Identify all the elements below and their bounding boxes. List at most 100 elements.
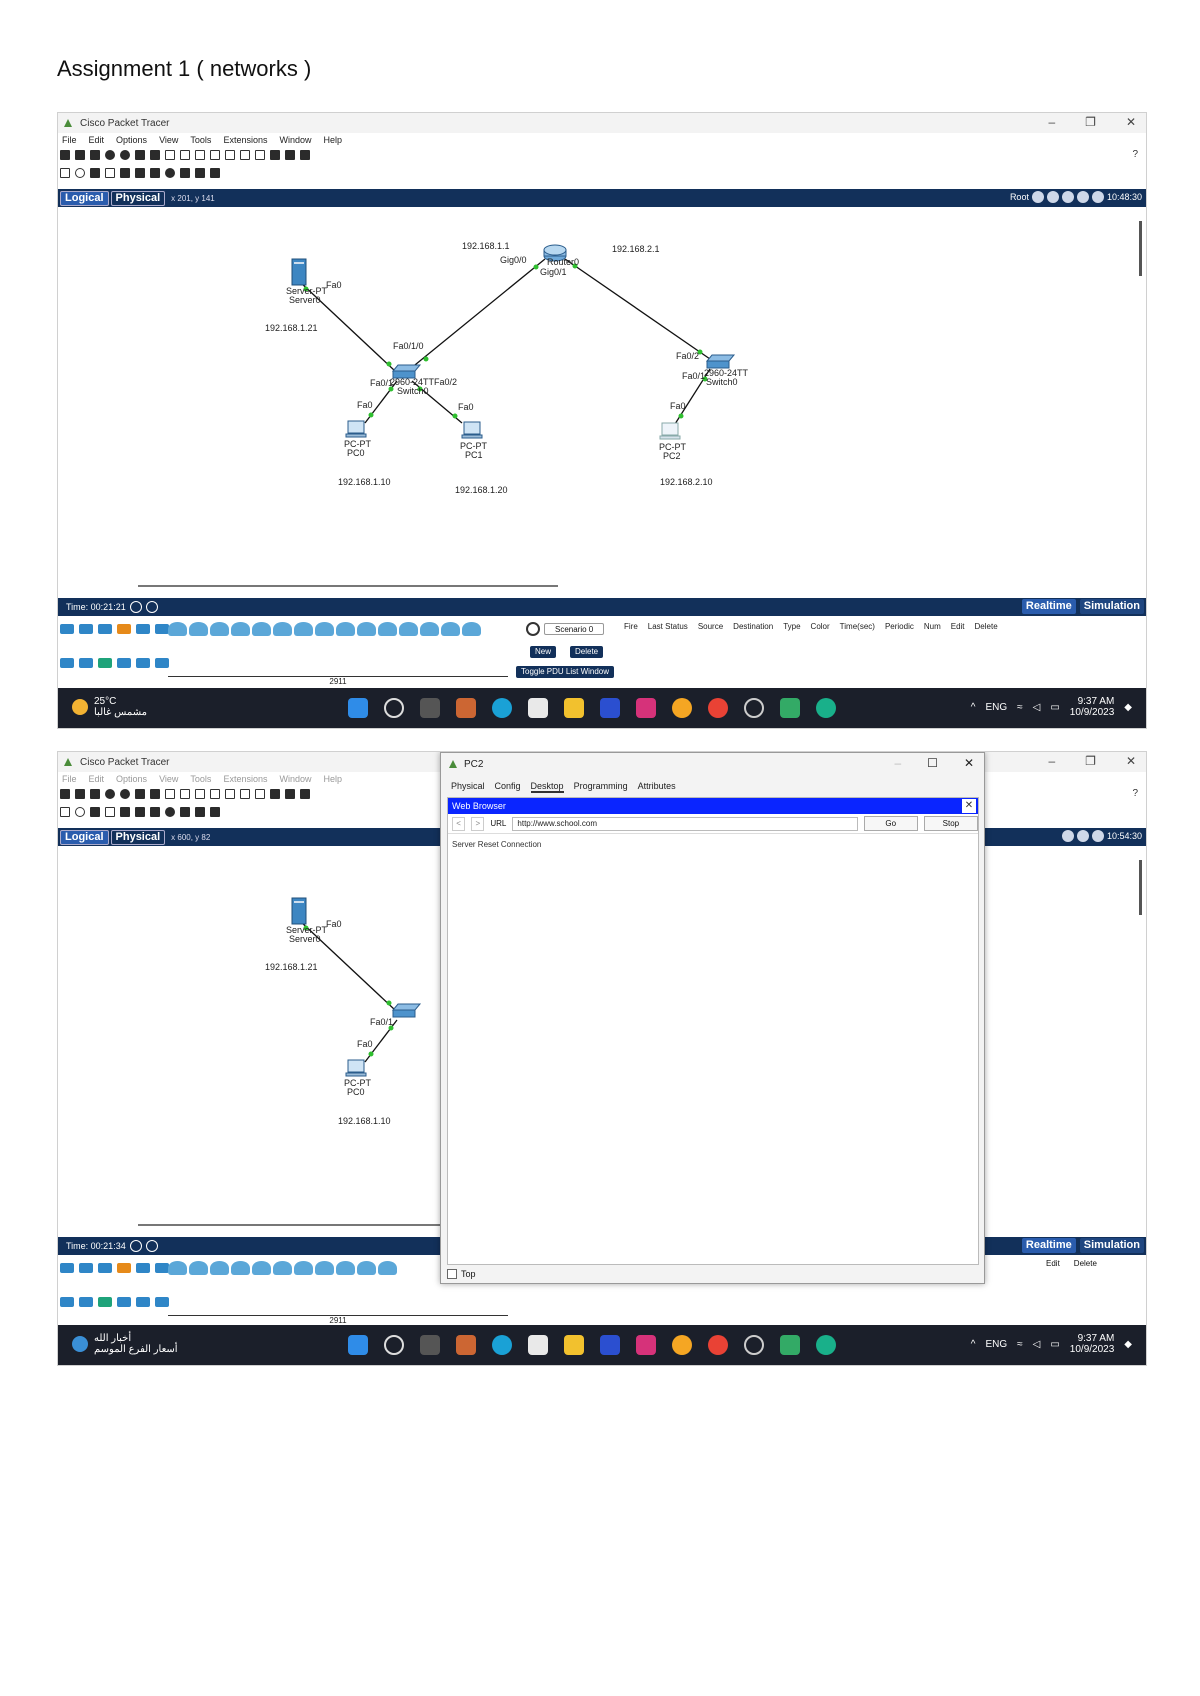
minimize-icon[interactable]: – xyxy=(1048,115,1056,129)
network-devices-icon[interactable] xyxy=(60,1263,74,1273)
taskbar-clock[interactable]: 9:37 AM 10/9/2023 xyxy=(1070,696,1115,718)
language-indicator[interactable]: ENG xyxy=(985,1338,1008,1350)
paste-icon[interactable] xyxy=(150,150,160,160)
app-icon[interactable] xyxy=(672,698,692,718)
open-file-icon[interactable] xyxy=(75,150,85,160)
minimize-icon[interactable]: – xyxy=(894,756,902,770)
tab-logical[interactable]: Logical xyxy=(60,190,109,206)
wan-emulation-icon[interactable] xyxy=(155,658,169,668)
app-icon[interactable] xyxy=(816,698,836,718)
realtime-mode-tab[interactable]: Realtime xyxy=(1021,1238,1076,1253)
fast-forward-icon[interactable] xyxy=(145,1240,158,1252)
maximize-icon[interactable]: ☐ xyxy=(927,756,938,770)
wordpress-icon[interactable] xyxy=(744,698,764,718)
menu-edit[interactable]: Edit xyxy=(88,774,105,784)
freeform-icon[interactable] xyxy=(180,168,190,178)
connections-icon[interactable] xyxy=(117,1263,131,1273)
language-indicator[interactable]: ENG xyxy=(985,701,1008,713)
switch-icon[interactable] xyxy=(391,364,422,379)
menu-options[interactable]: Options xyxy=(116,135,148,145)
router-model-tile[interactable] xyxy=(252,1261,271,1275)
set-background-icon[interactable] xyxy=(1076,830,1089,842)
menu-options[interactable]: Options xyxy=(116,774,148,784)
menu-window[interactable]: Window xyxy=(279,774,312,784)
viewport-icon[interactable] xyxy=(270,789,280,799)
chevron-up-icon[interactable]: ^ xyxy=(970,701,976,713)
menu-view[interactable]: View xyxy=(159,135,179,145)
back-icon[interactable]: < xyxy=(452,816,466,831)
simple-pdu-icon[interactable] xyxy=(195,807,205,817)
simulation-mode-tab[interactable]: Simulation xyxy=(1079,1238,1144,1253)
drawing-palette-icon[interactable] xyxy=(240,789,250,799)
copy-icon[interactable] xyxy=(135,789,145,799)
undo-icon[interactable] xyxy=(165,150,175,160)
vertical-scrollbar[interactable] xyxy=(1139,221,1142,276)
stop-button[interactable]: Stop xyxy=(923,816,978,831)
place-note-icon[interactable] xyxy=(120,168,130,178)
network-info-icon[interactable] xyxy=(285,789,295,799)
menu-help[interactable]: Help xyxy=(323,135,342,145)
router-model-tile[interactable] xyxy=(168,1261,187,1275)
horizontal-scrollbar[interactable] xyxy=(138,585,558,587)
draw-rectangle-icon[interactable] xyxy=(150,168,160,178)
components-icon[interactable] xyxy=(98,1263,112,1273)
battery-icon[interactable]: ▭ xyxy=(1050,701,1060,713)
link-router-switch1[interactable] xyxy=(564,258,711,360)
tab-logical[interactable]: Logical xyxy=(60,829,109,845)
freeform-icon[interactable] xyxy=(180,807,190,817)
link-server-switch0[interactable] xyxy=(299,920,396,1011)
edge-icon[interactable] xyxy=(492,698,512,718)
router-model-tile[interactable] xyxy=(210,622,229,636)
router-model-tile[interactable] xyxy=(357,622,376,636)
close-icon[interactable]: ✕ xyxy=(1125,115,1136,129)
close-icon[interactable]: ✕ xyxy=(962,799,976,813)
notification-icon[interactable]: ◆ xyxy=(1124,1338,1132,1350)
instagram-icon[interactable] xyxy=(636,698,656,718)
copy-icon[interactable] xyxy=(135,150,145,160)
router-model-tile[interactable] xyxy=(336,1261,355,1275)
delete-icon[interactable] xyxy=(90,168,100,178)
routers-icon[interactable] xyxy=(60,658,74,668)
router-model-tile[interactable] xyxy=(294,1261,313,1275)
menu-help[interactable]: Help xyxy=(323,774,342,784)
draw-line-icon[interactable] xyxy=(135,807,145,817)
wifi-icon[interactable]: ≈ xyxy=(1017,701,1023,713)
router-model-tile[interactable] xyxy=(462,622,481,636)
new-scenario-button[interactable]: New xyxy=(530,646,557,658)
wireless-icon[interactable] xyxy=(117,658,131,668)
wifi-icon[interactable]: ≈ xyxy=(1017,1338,1023,1350)
end-devices-icon[interactable] xyxy=(79,1263,93,1273)
fast-forward-icon[interactable] xyxy=(145,601,158,613)
file-explorer-icon[interactable] xyxy=(564,698,584,718)
move-object-icon[interactable] xyxy=(1061,191,1074,203)
router-model-tile[interactable] xyxy=(252,622,271,636)
router-model-tile[interactable] xyxy=(294,622,313,636)
news-widget[interactable]: أخبار الله أسعار الفرع الموسم xyxy=(72,1333,178,1355)
draw-ellipse-icon[interactable] xyxy=(165,168,175,178)
start-icon[interactable] xyxy=(348,1335,368,1355)
router-model-tile[interactable] xyxy=(336,622,355,636)
url-input[interactable]: http://www.school.com xyxy=(512,816,858,831)
menu-extensions[interactable]: Extensions xyxy=(223,135,268,145)
tab-config[interactable]: Config xyxy=(494,781,521,791)
move-object-icon[interactable] xyxy=(1061,830,1074,842)
misc-icon[interactable] xyxy=(136,624,150,634)
file-explorer-icon[interactable] xyxy=(564,1335,584,1355)
router-model-tile[interactable] xyxy=(231,622,250,636)
router-model-tile[interactable] xyxy=(420,622,439,636)
hubs-icon[interactable] xyxy=(98,1297,112,1307)
zoom-out-icon[interactable] xyxy=(225,789,235,799)
menu-edit[interactable]: Edit xyxy=(88,135,105,145)
draw-ellipse-icon[interactable] xyxy=(165,807,175,817)
power-cycle-icon[interactable] xyxy=(129,1240,142,1252)
app-icon[interactable] xyxy=(672,1335,692,1355)
pc-icon[interactable] xyxy=(461,421,483,439)
app-icon[interactable] xyxy=(600,698,620,718)
store-icon[interactable] xyxy=(528,1335,548,1355)
misc-icon[interactable] xyxy=(136,1263,150,1273)
close-icon[interactable]: ✕ xyxy=(1125,754,1136,768)
viewport-icon[interactable] xyxy=(270,150,280,160)
redo-icon[interactable] xyxy=(180,789,190,799)
inspect-icon[interactable] xyxy=(75,168,85,178)
undo-icon[interactable] xyxy=(165,789,175,799)
